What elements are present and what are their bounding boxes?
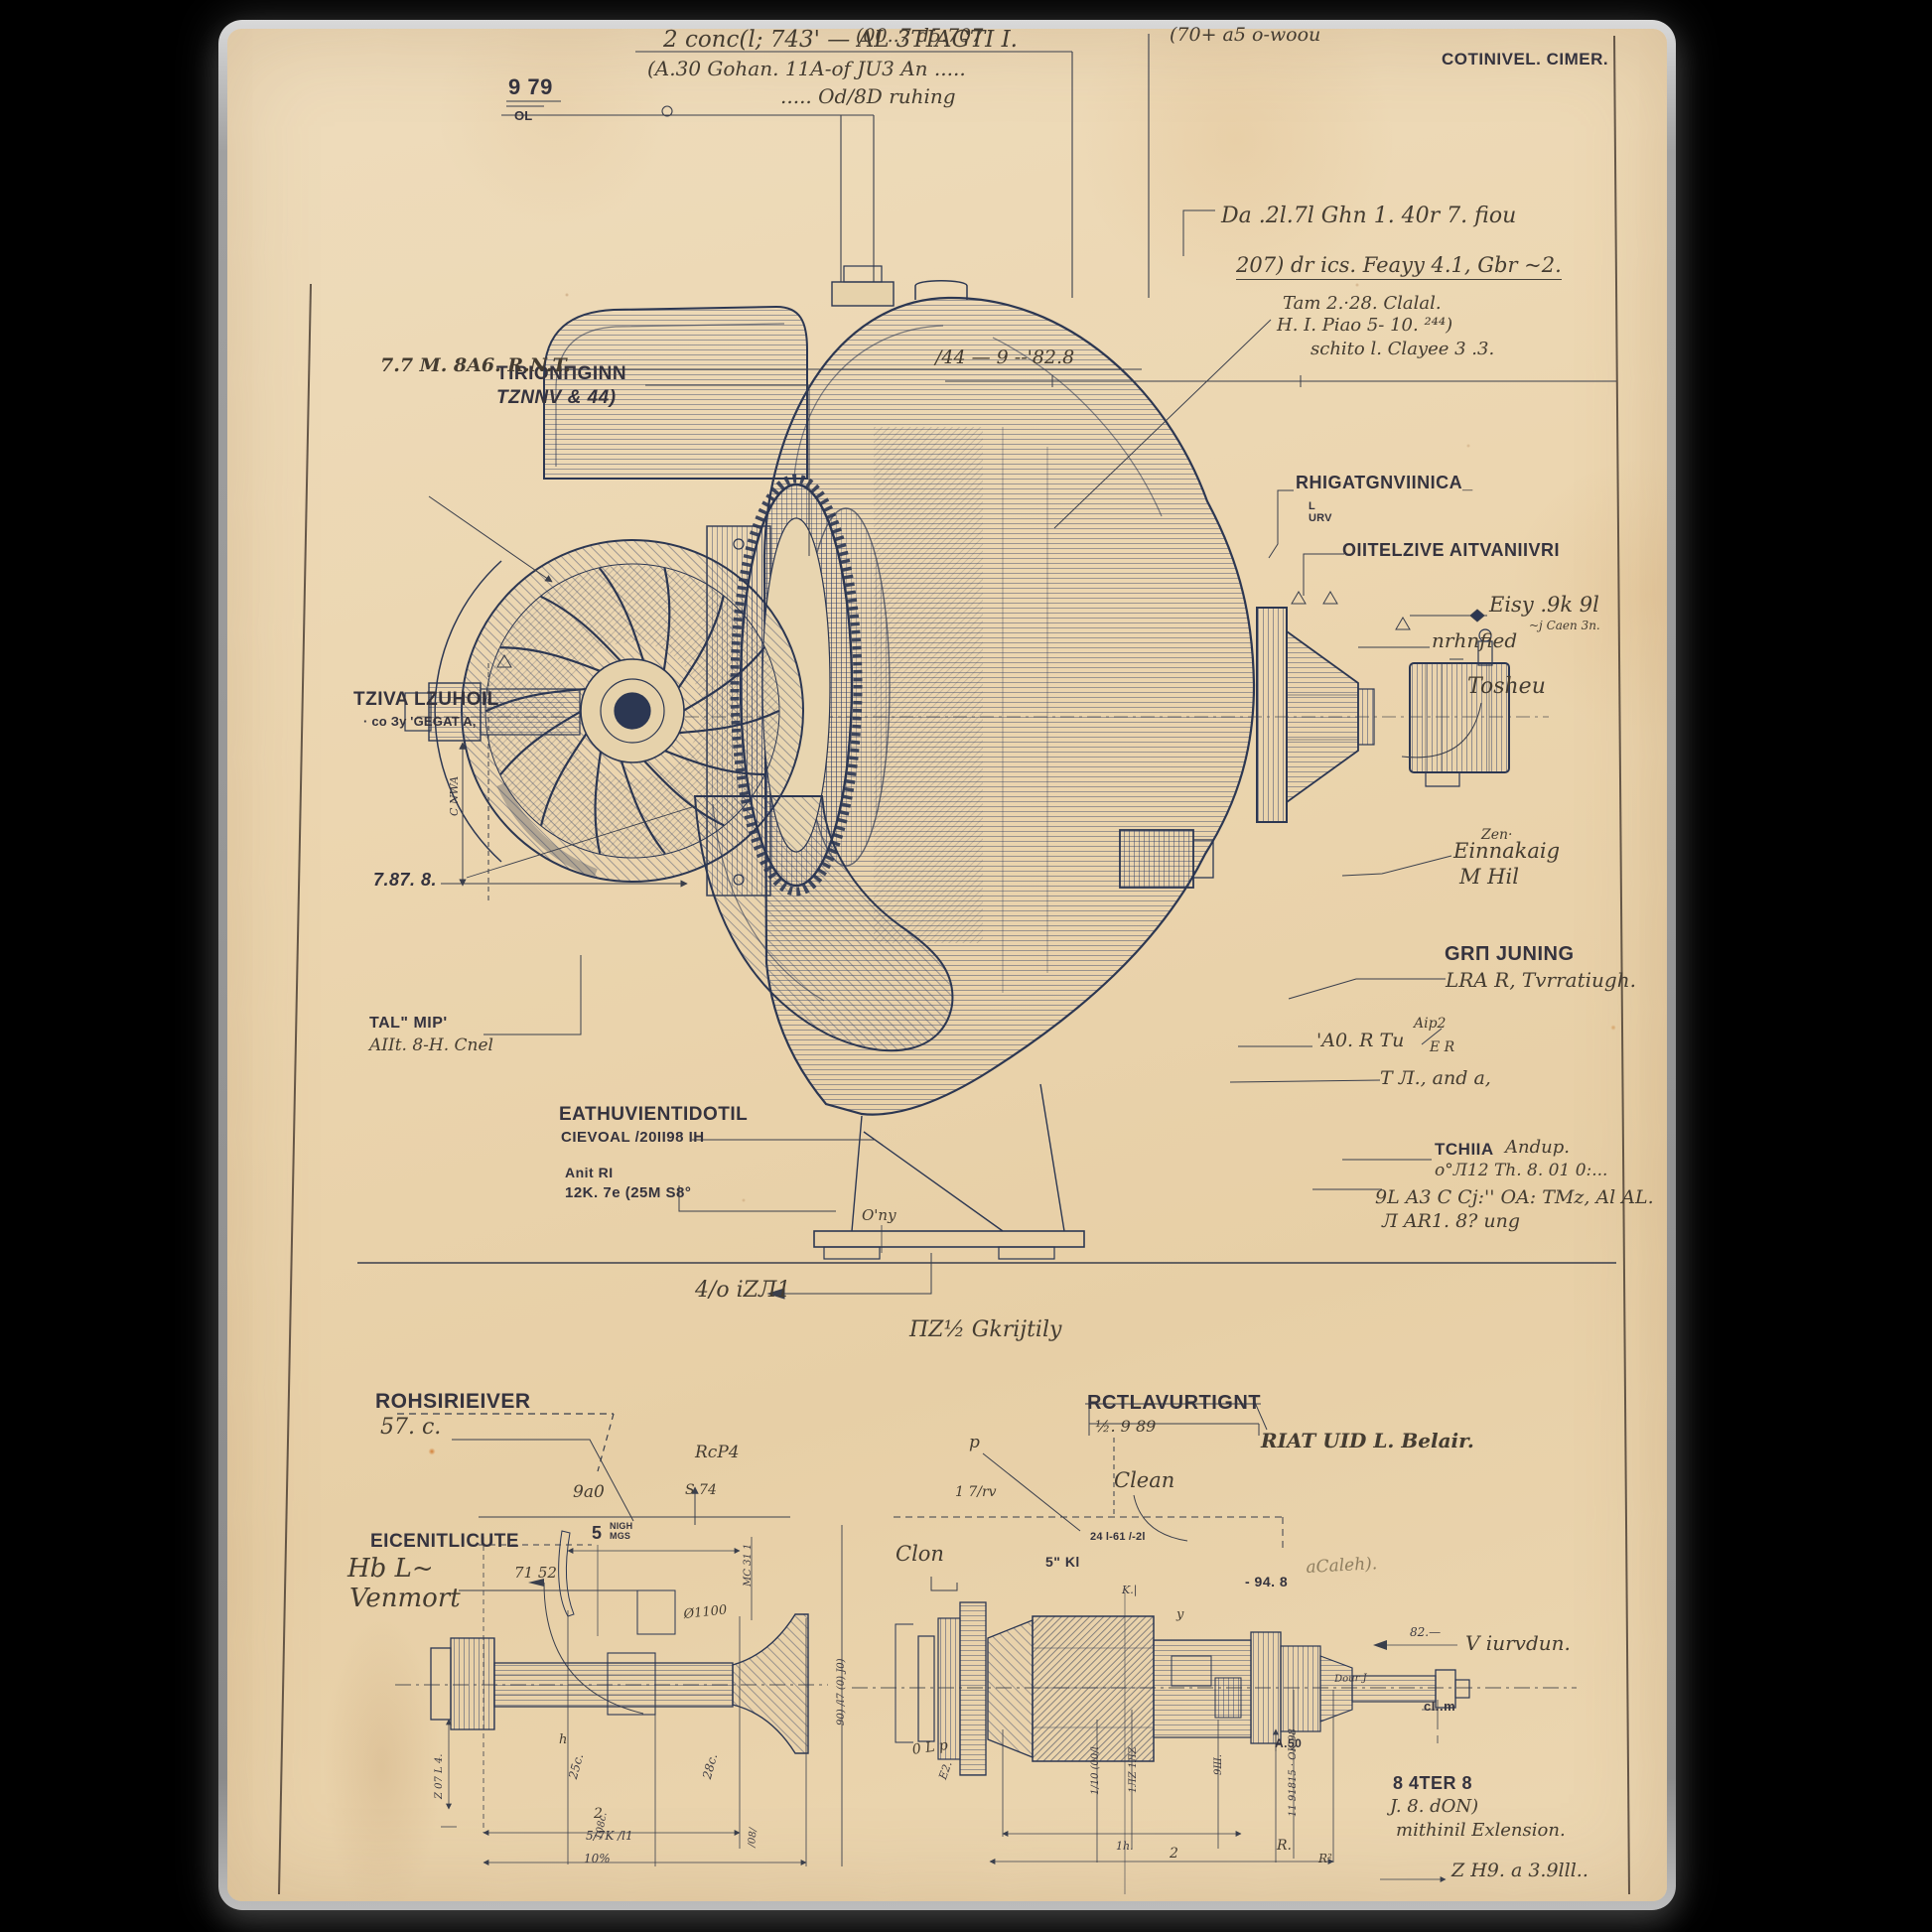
poster-frame: [218, 20, 1676, 1910]
blueprint-paper: [227, 29, 1667, 1901]
